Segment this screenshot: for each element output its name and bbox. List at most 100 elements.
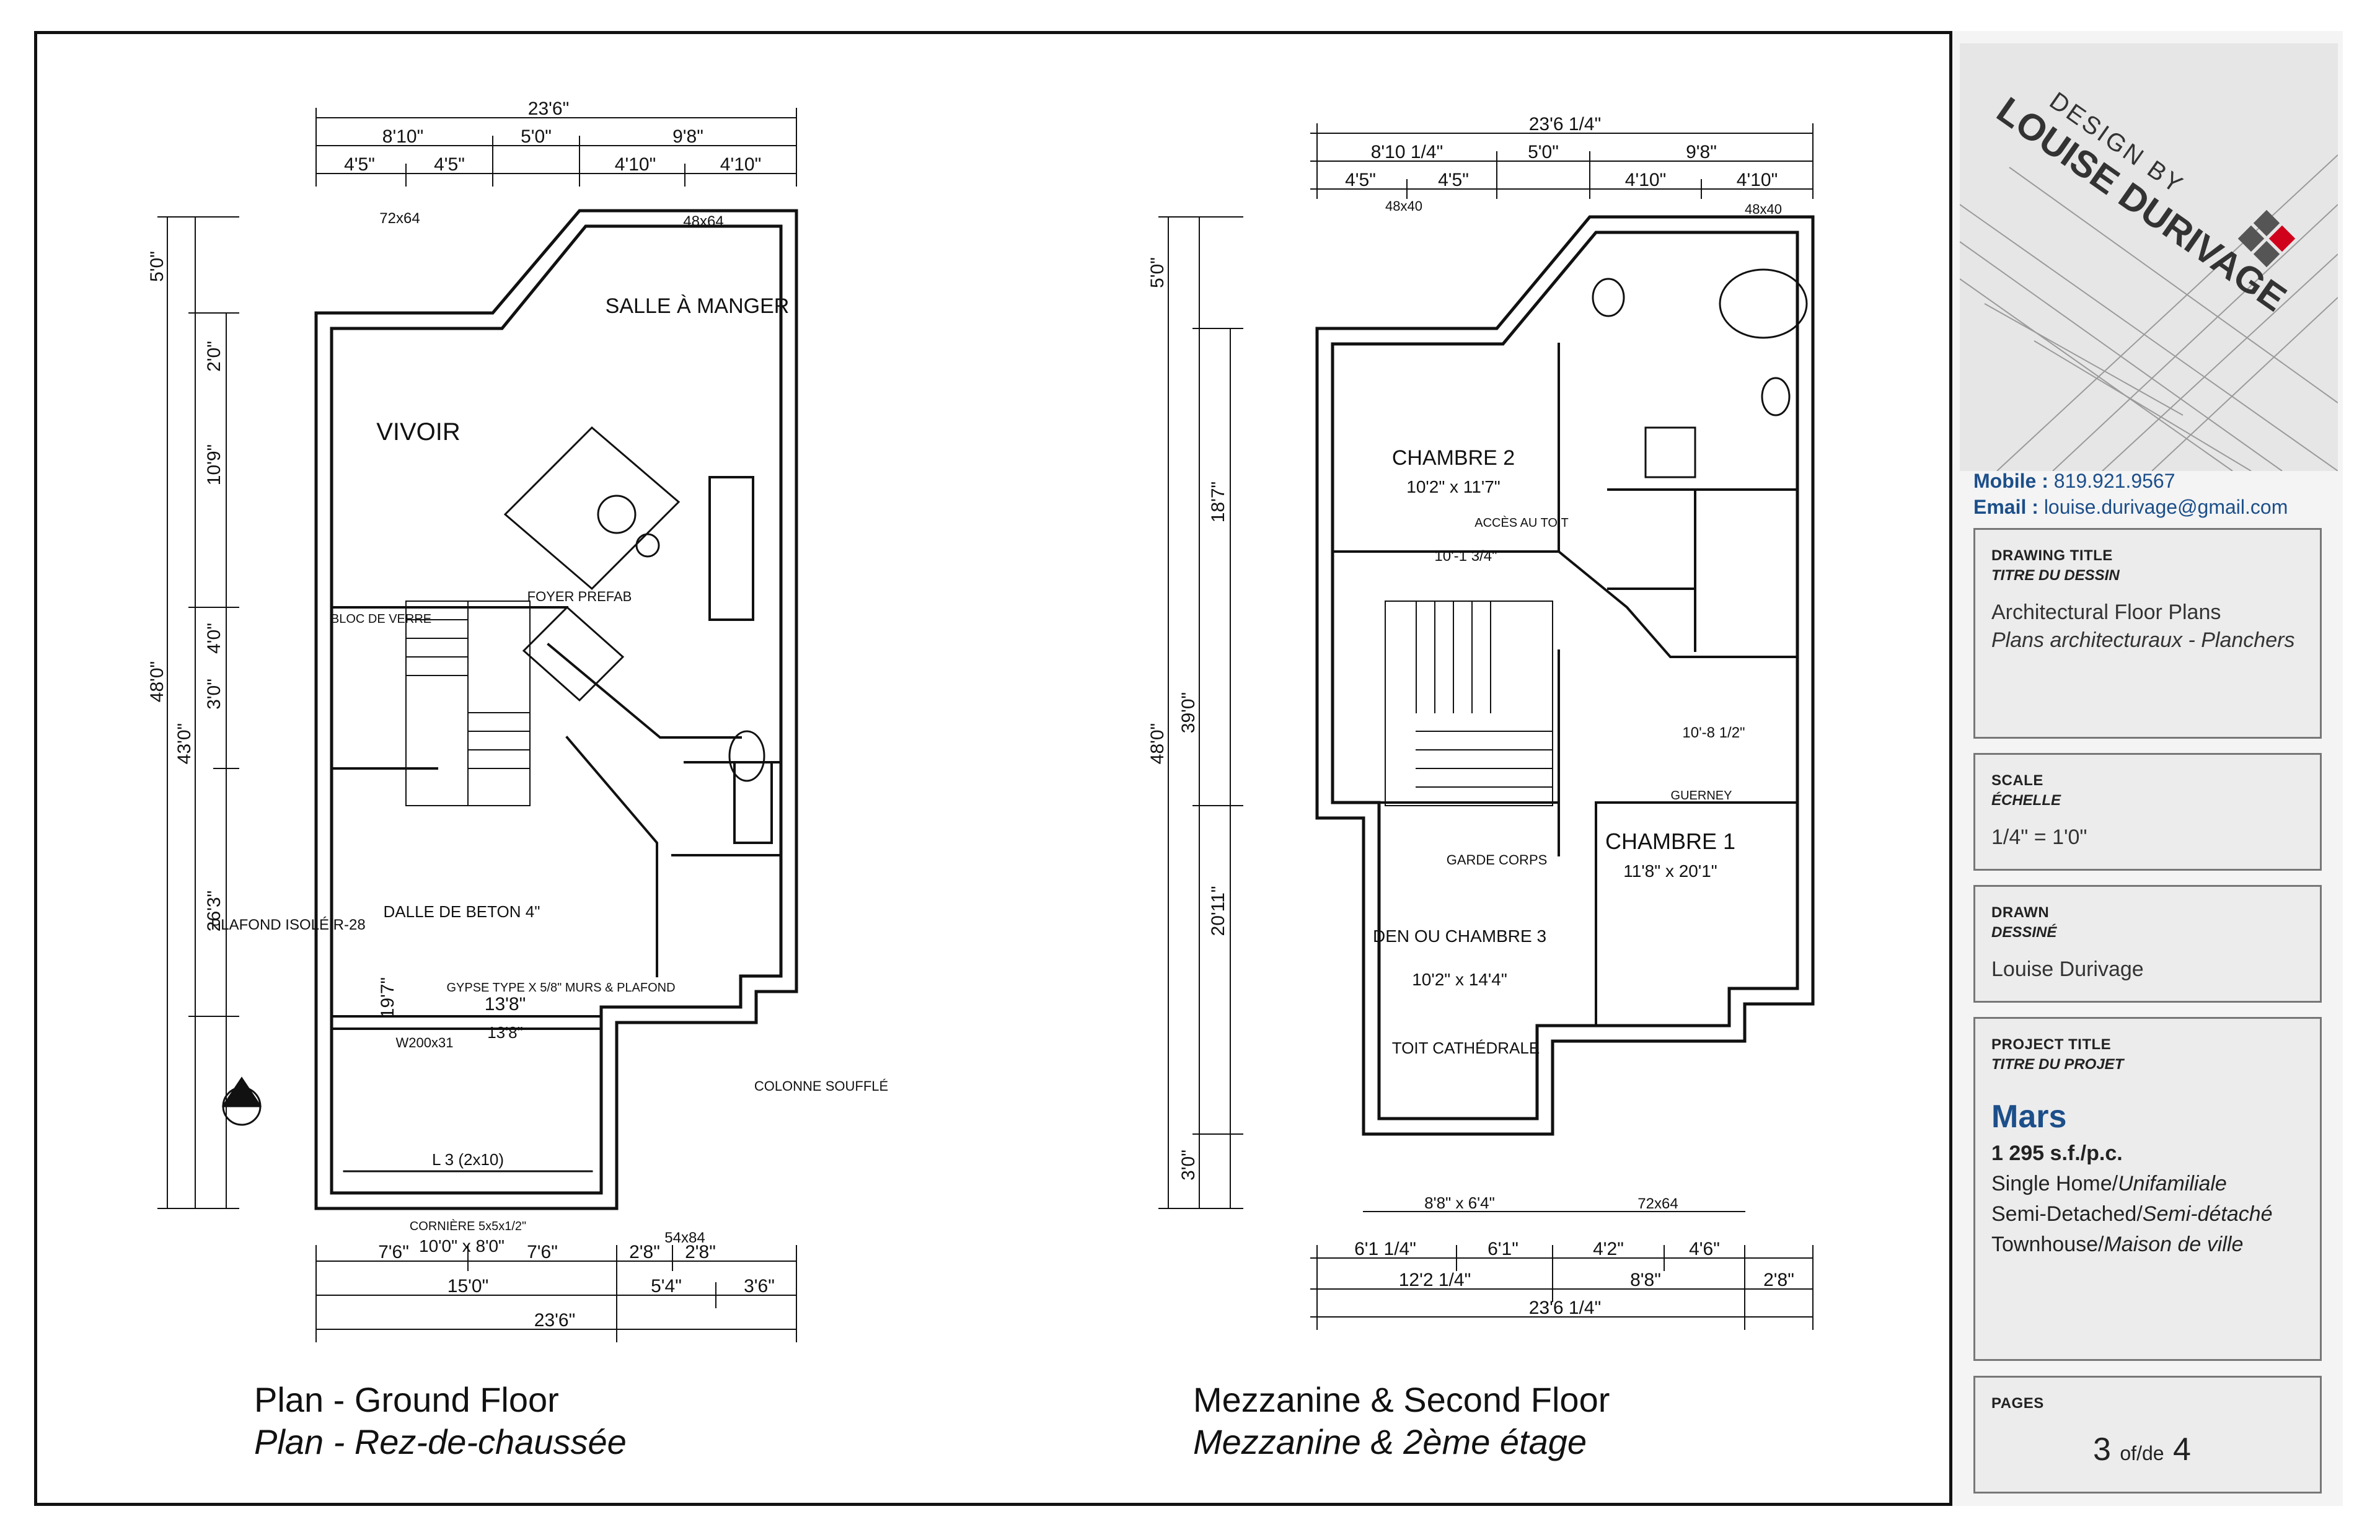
section-marker-icon [221, 1076, 262, 1126]
project-type-single-en: Single Home/ [1991, 1172, 2118, 1195]
second-floor-walls [1315, 215, 1815, 1136]
sf-dim-bed2: 10'-1 3/4" [1434, 548, 1497, 565]
sf-dim-hall: 10'-8 1/2" [1682, 724, 1745, 741]
gf-dim-bottom-3: 2'8" [629, 1242, 660, 1262]
sf-dim-left-5: 20'11" [1208, 886, 1228, 936]
sf-dim-top-7: 4'10" [1737, 170, 1778, 190]
drawn-label: DRAWN [1991, 904, 2050, 921]
gf-dim-bottom-7: 3'6" [744, 1276, 775, 1296]
gf-dim-bottom-6: 5'4" [651, 1276, 682, 1296]
gf-garage-door-size: 10'0" x 8'0" [419, 1236, 505, 1256]
second-floor-caption: Mezzanine & Second Floor Mezzanine & 2èm… [1193, 1379, 1610, 1463]
ground-floor-annotations: 23'6" 8'10" 5'0" 9'8" 4'5" 4'5" 4'10" 4'… [147, 99, 888, 1331]
toilet-icon [728, 730, 765, 782]
project-type-townhouse-fr: Maison de ville [2104, 1233, 2244, 1256]
gf-dim-bottom-4: 2'8" [685, 1242, 716, 1262]
gf-dim-top-5: 4'5" [434, 154, 465, 175]
project-type-semi-fr: Semi-détaché [2142, 1202, 2273, 1226]
sf-dim-top-3: 9'8" [1686, 142, 1717, 162]
project-label: PROJECT TITLE [1991, 1036, 2112, 1053]
scale-label: SCALE [1991, 772, 2043, 789]
second-floor-caption-fr: Mezzanine & 2ème étage [1193, 1422, 1587, 1461]
sink-icon [1592, 278, 1625, 317]
email-label: Email : [1973, 496, 2038, 518]
sf-room-den: DEN OU CHAMBRE 3 [1373, 926, 1546, 946]
sf-room-bedroom-1: CHAMBRE 1 [1605, 829, 1735, 854]
gf-garage-ceiling: PLAFOND ISOLÉ R-28 [211, 917, 365, 933]
sf-window-1: 48x40 [1385, 198, 1422, 214]
sf-dim-left-2: 18'7" [1208, 482, 1228, 522]
sf-dim-left-1: 5'0" [1147, 257, 1168, 288]
sf-dim-bottom-6: 8'8" [1630, 1270, 1661, 1290]
gf-room-living: VIVOIR [376, 418, 461, 446]
title-block: DESIGN BY LOUISE DURIVAGE Mobile : 819.9… [1949, 31, 2343, 1506]
sf-room-bedroom-2: CHAMBRE 2 [1392, 446, 1515, 470]
drawn-box: DRAWN DESSINÉ Louise Durivage [1973, 885, 2322, 1003]
brand-logo-graphic: DESIGN BY LOUISE DURIVAGE [1960, 87, 2338, 471]
gf-dim-bottom-1: 7'6" [378, 1242, 409, 1262]
page-current: 3 [2093, 1432, 2111, 1467]
gf-dim-left-8: 26'3" [204, 891, 224, 931]
gf-dim-bottom-2: 7'6" [527, 1242, 558, 1262]
drawn-by: Louise Durivage [1991, 957, 2144, 981]
gf-dim-left-9: 19'7" [377, 977, 398, 1018]
mobile-label: Mobile : [1973, 470, 2048, 492]
second-floor-plan [1158, 123, 1815, 1330]
sf-dim-bottom-4: 4'6" [1689, 1239, 1720, 1259]
project-title-box: PROJECT TITLE TITRE DU PROJET Mars 1 295… [1973, 1017, 2322, 1361]
mobile-number[interactable]: 819.921.9567 [2053, 470, 2175, 492]
pages-value: 3 of/de 4 [2093, 1431, 2320, 1468]
sf-dim-left-3: 48'0" [1147, 723, 1168, 764]
project-name: Mars [1991, 1099, 2067, 1135]
sf-room-den-size: 10'2" x 14'4" [1412, 970, 1507, 989]
sf-dim-bottom-5: 12'2 1/4" [1399, 1270, 1471, 1290]
drawing-title-label: DRAWING TITLE [1991, 547, 2113, 564]
ground-floor-dim-lines-top [315, 108, 797, 187]
sf-cathedral-roof: TOIT CATHÉDRALE [1392, 1039, 1540, 1057]
ground-floor-caption-fr: Plan - Rez-de-chaussée [254, 1422, 627, 1461]
gf-garage-slab: DALLE DE BETON 4" [384, 902, 540, 921]
ground-floor-dim-lines-left [157, 216, 239, 1209]
gf-dim-left-4: 4'0" [204, 623, 224, 654]
ground-floor-kitchen-island [503, 426, 681, 702]
gf-gypse: GYPSE TYPE X 5/8" MURS & PLAFOND [446, 981, 675, 995]
project-area: 1 295 s.f./p.c. [1991, 1142, 2123, 1165]
gf-room-dining: SALLE À MANGER [606, 294, 790, 318]
sf-dim-top-2: 5'0" [1528, 142, 1559, 162]
gf-window-2: 48x64 [683, 213, 723, 230]
gf-dim-top-6: 4'10" [615, 154, 656, 175]
sf-dim-top-4: 4'5" [1345, 170, 1376, 190]
sf-dim-bottom-7: 2'8" [1763, 1270, 1794, 1290]
gf-dim-left-6: 43'0" [174, 723, 195, 764]
gf-dim-top-3: 9'8" [672, 126, 703, 147]
sf-guerney: GUERNEY [1671, 789, 1732, 803]
ground-floor-caption-en: Plan - Ground Floor [254, 1380, 559, 1419]
gf-dim-bottom-overall: 23'6" [534, 1310, 575, 1331]
contact-mobile: Mobile : 819.921.9567 [1973, 470, 2175, 493]
sf-room-bedroom-1-size: 11'8" x 20'1" [1623, 861, 1717, 881]
ground-floor-plan [157, 108, 798, 1342]
gf-beam: W200x31 [396, 1035, 454, 1050]
sf-dim-left-4: 39'0" [1178, 692, 1199, 733]
ground-floor-dim-lines-bottom [315, 1245, 797, 1342]
email-address[interactable]: louise.durivage@gmail.com [2043, 496, 2288, 518]
pages-box: PAGES 3 of/de 4 [1973, 1376, 2322, 1494]
sf-roof-access: ACCÈS AU TOIT [1474, 516, 1569, 530]
drawing-area: 23'6" 8'10" 5'0" 9'8" 4'5" 4'5" 4'10" 4'… [34, 31, 1949, 1506]
gf-dim-bottom-5: 15'0" [447, 1276, 488, 1296]
gf-dim-top-2: 5'0" [521, 126, 552, 147]
sf-dim-top-6: 4'10" [1625, 170, 1666, 190]
gf-dim-top-overall: 23'6" [528, 99, 569, 119]
gf-window-3: 54x84 [664, 1230, 705, 1246]
project-type-townhouse: Townhouse/Maison de ville [1991, 1233, 2320, 1257]
brand-large: LOUISE DURIVAGE [1990, 89, 2294, 320]
gf-window-1: 72x64 [379, 210, 420, 227]
sf-dim-top-1: 8'10 1/4" [1371, 142, 1443, 162]
bathtub-icon [1719, 268, 1808, 339]
sf-dim-top-overall: 23'6 1/4" [1529, 114, 1601, 134]
drawn-label-fr: DESSINÉ [1991, 924, 2057, 941]
project-type-single: Single Home/Unifamiliale [1991, 1172, 2320, 1196]
project-type-semi: Semi-Detached/Semi-détaché [1991, 1202, 2320, 1226]
second-floor-dim-lines-left [1158, 216, 1243, 1209]
gf-fireplace: FOYER PREFAB [527, 589, 632, 604]
